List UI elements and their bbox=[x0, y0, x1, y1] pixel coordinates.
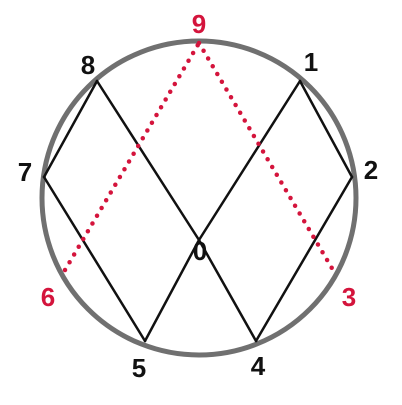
solid-lines bbox=[42, 79, 354, 343]
line-4-0 bbox=[197, 238, 258, 343]
label-7: 7 bbox=[18, 157, 32, 187]
point-labels: 9 8 1 7 2 0 6 3 5 4 bbox=[18, 9, 378, 383]
line-5-0 bbox=[143, 238, 201, 343]
line-8-7 bbox=[42, 79, 99, 179]
line-2-4 bbox=[254, 175, 354, 343]
label-4: 4 bbox=[251, 351, 266, 381]
line-0-1 bbox=[197, 79, 302, 242]
line-1-2 bbox=[298, 79, 354, 179]
dotted-line-9-3 bbox=[196, 40, 336, 273]
outer-circle bbox=[39, 38, 359, 358]
label-9: 9 bbox=[192, 9, 206, 39]
label-3: 3 bbox=[342, 282, 356, 312]
label-0: 0 bbox=[193, 236, 207, 266]
label-2: 2 bbox=[364, 155, 378, 185]
label-6: 6 bbox=[41, 282, 55, 312]
label-8: 8 bbox=[81, 50, 95, 80]
line-0-8 bbox=[95, 79, 201, 242]
label-5: 5 bbox=[132, 353, 146, 383]
line-7-5 bbox=[42, 175, 147, 343]
label-1: 1 bbox=[304, 47, 318, 77]
dotted-lines bbox=[62, 40, 336, 273]
dotted-line-6-9 bbox=[62, 40, 202, 273]
